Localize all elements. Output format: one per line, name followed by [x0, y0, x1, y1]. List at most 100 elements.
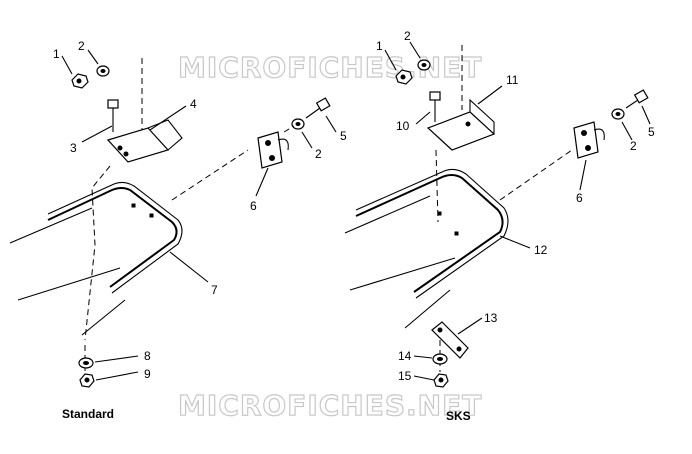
leader-1 — [61, 55, 73, 75]
callout-2: 2 — [404, 29, 411, 43]
bracket-6-hole — [581, 130, 587, 136]
nut-1-hole — [400, 74, 406, 80]
nut-15-hole — [438, 377, 444, 383]
bracket-13-hole — [456, 346, 462, 352]
nut-1-hole — [76, 78, 82, 84]
bumper-hole — [131, 203, 136, 208]
leader-9 — [95, 371, 139, 381]
bolt-5-head — [633, 89, 649, 104]
bracket-4 — [106, 127, 170, 163]
watermark-top: MICROFICHES.NET — [178, 51, 482, 84]
bumper-hole — [437, 211, 442, 216]
sks-caption: SKS — [446, 409, 471, 423]
bumper-hole — [149, 213, 154, 218]
leader-5 — [325, 115, 337, 133]
align-line — [283, 125, 295, 133]
bracket-6-hook — [277, 138, 289, 151]
callout-14: 14 — [398, 349, 412, 363]
callout-2: 2 — [78, 39, 85, 53]
bracket-11 — [426, 111, 496, 151]
body-edge-bottom — [404, 289, 451, 329]
leader-6 — [579, 159, 587, 191]
callout-6: 6 — [250, 199, 257, 213]
bracket-11-flange — [469, 98, 495, 134]
bracket-6-hole — [265, 140, 271, 146]
bracket-4-hole — [117, 145, 123, 151]
bumper-tube-outer — [47, 187, 178, 288]
leader-13 — [457, 317, 483, 335]
align-line — [171, 149, 249, 201]
callout-2b: 2 — [630, 139, 637, 153]
bolt-10-head — [429, 91, 441, 101]
callout-6: 6 — [576, 191, 583, 205]
bracket-6-hook — [593, 128, 605, 141]
leader-2 — [409, 41, 421, 59]
washer-2-side-hole — [295, 122, 301, 126]
leader-5 — [641, 105, 651, 125]
align-line — [435, 149, 439, 223]
callout-12: 12 — [534, 243, 548, 257]
callout-13: 13 — [484, 311, 498, 325]
bracket-13 — [431, 321, 469, 359]
leader-10 — [415, 111, 431, 125]
leader-1 — [384, 49, 397, 71]
bracket-4-flange — [147, 119, 183, 151]
sks-assembly: 1 2 11 10 5 2 6 12 13 14 15 SKS — [344, 29, 655, 423]
body-edge-lower — [17, 267, 121, 301]
washer-2-hole — [100, 69, 106, 73]
callout-15: 15 — [398, 369, 412, 383]
callout-7: 7 — [211, 283, 218, 297]
callout-4: 4 — [190, 97, 197, 111]
callout-1: 1 — [53, 47, 60, 61]
leader-2b — [301, 131, 313, 149]
standard-caption: Standard — [62, 407, 114, 421]
callout-9: 9 — [144, 367, 151, 381]
align-line — [499, 149, 573, 201]
bracket-11-hole — [465, 121, 471, 127]
leader-12 — [499, 235, 531, 249]
sks-bumper-outer — [355, 174, 504, 293]
leader-6 — [255, 167, 269, 197]
callout-8: 8 — [144, 349, 151, 363]
standard-assembly: 1 2 3 4 5 2 6 7 8 9 Standard — [9, 39, 347, 421]
bolt-5-shaft — [625, 99, 639, 109]
bracket-6 — [573, 121, 599, 159]
callout-2b: 2 — [315, 147, 322, 161]
bumper-hole — [454, 231, 459, 236]
washer-8-hole — [83, 361, 89, 365]
callout-3: 3 — [70, 141, 77, 155]
callout-11: 11 — [506, 73, 519, 87]
bracket-6 — [257, 131, 283, 169]
callout-1: 1 — [376, 39, 383, 53]
body-edge-upper — [344, 195, 431, 234]
bolt-5-head — [315, 97, 331, 112]
leader-15 — [413, 375, 435, 381]
leader-8 — [94, 355, 139, 363]
bracket-6-hole — [269, 155, 275, 161]
leader-11 — [477, 85, 503, 105]
callout-10: 10 — [396, 119, 410, 133]
watermark-bottom: MICROFICHES.NET — [178, 389, 482, 422]
bumper-tube-inner — [47, 181, 183, 294]
body-edge-upper — [9, 207, 93, 244]
leader-7 — [169, 251, 209, 283]
bracket-13-hole — [437, 327, 443, 333]
nut-9-hole — [84, 377, 90, 383]
bracket-6-hole — [585, 145, 591, 151]
washer-14-hole — [437, 357, 443, 361]
align-line — [84, 165, 111, 341]
washer-2-hole — [421, 63, 427, 67]
washer-2-side-hole — [615, 112, 621, 116]
callout-5: 5 — [340, 129, 347, 143]
leader-4 — [149, 105, 187, 131]
sks-bumper-inner — [355, 168, 509, 299]
bolt-3-head — [107, 99, 119, 109]
body-edge-bottom — [81, 299, 126, 336]
leader-3 — [81, 125, 113, 143]
bracket-4-hole — [123, 151, 129, 157]
callout-5: 5 — [648, 125, 655, 139]
leader-2 — [87, 49, 99, 65]
leader-2b — [621, 121, 633, 141]
bolt-5-shaft — [305, 107, 321, 119]
